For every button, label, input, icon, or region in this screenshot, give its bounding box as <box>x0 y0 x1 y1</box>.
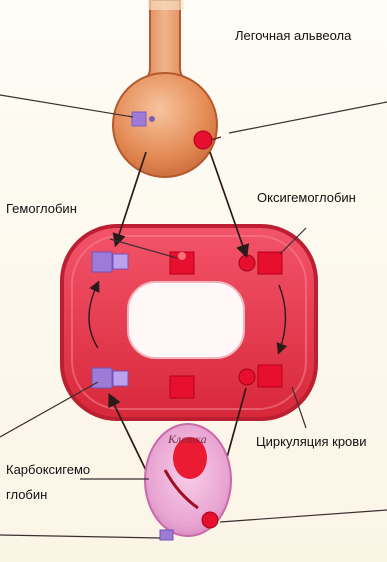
oxyhemoglobin-label: Оксигемоглобин <box>257 190 356 206</box>
circulation-label: Циркуляция крови <box>256 434 366 450</box>
carboxyhemoglobin-label-line2: глобин <box>6 487 47 503</box>
cell-label: Клетка <box>168 432 207 447</box>
alveolus-label: Легочная альвеола <box>235 28 351 44</box>
alveolus-icon <box>113 0 217 177</box>
carboxyhemoglobin-label-line1: Карбоксигемо <box>6 462 90 478</box>
hemoglobin-label: Гемоглобин <box>6 201 77 217</box>
